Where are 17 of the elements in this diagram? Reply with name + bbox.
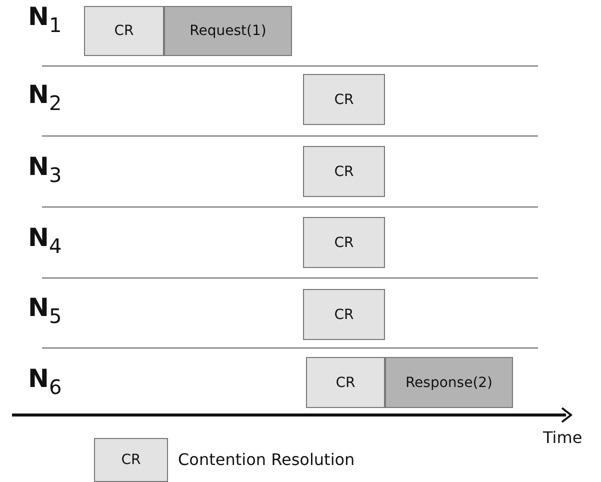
node-label: N$_{4}$ [28,223,62,258]
slot-block: CR [306,357,385,408]
slot-block: CR [303,289,385,340]
slot-block: CR [303,74,385,125]
node-label: N$_{2}$ [28,80,62,115]
legend-text: Contention Resolution [178,450,355,469]
node-label: N$_{1}$ [28,2,62,37]
slot-block: CR [303,146,385,197]
node-label: N$_{6}$ [28,364,62,399]
message-block: Response(2) [385,357,513,408]
axis-label: Time [543,428,582,447]
node-label: N$_{5}$ [28,293,62,328]
slot-block: CR [303,217,385,268]
slot-block: CR [84,6,164,56]
node-label: N$_{3}$ [28,152,62,187]
legend-swatch: CR [94,438,168,482]
message-block: Request(1) [164,6,292,56]
